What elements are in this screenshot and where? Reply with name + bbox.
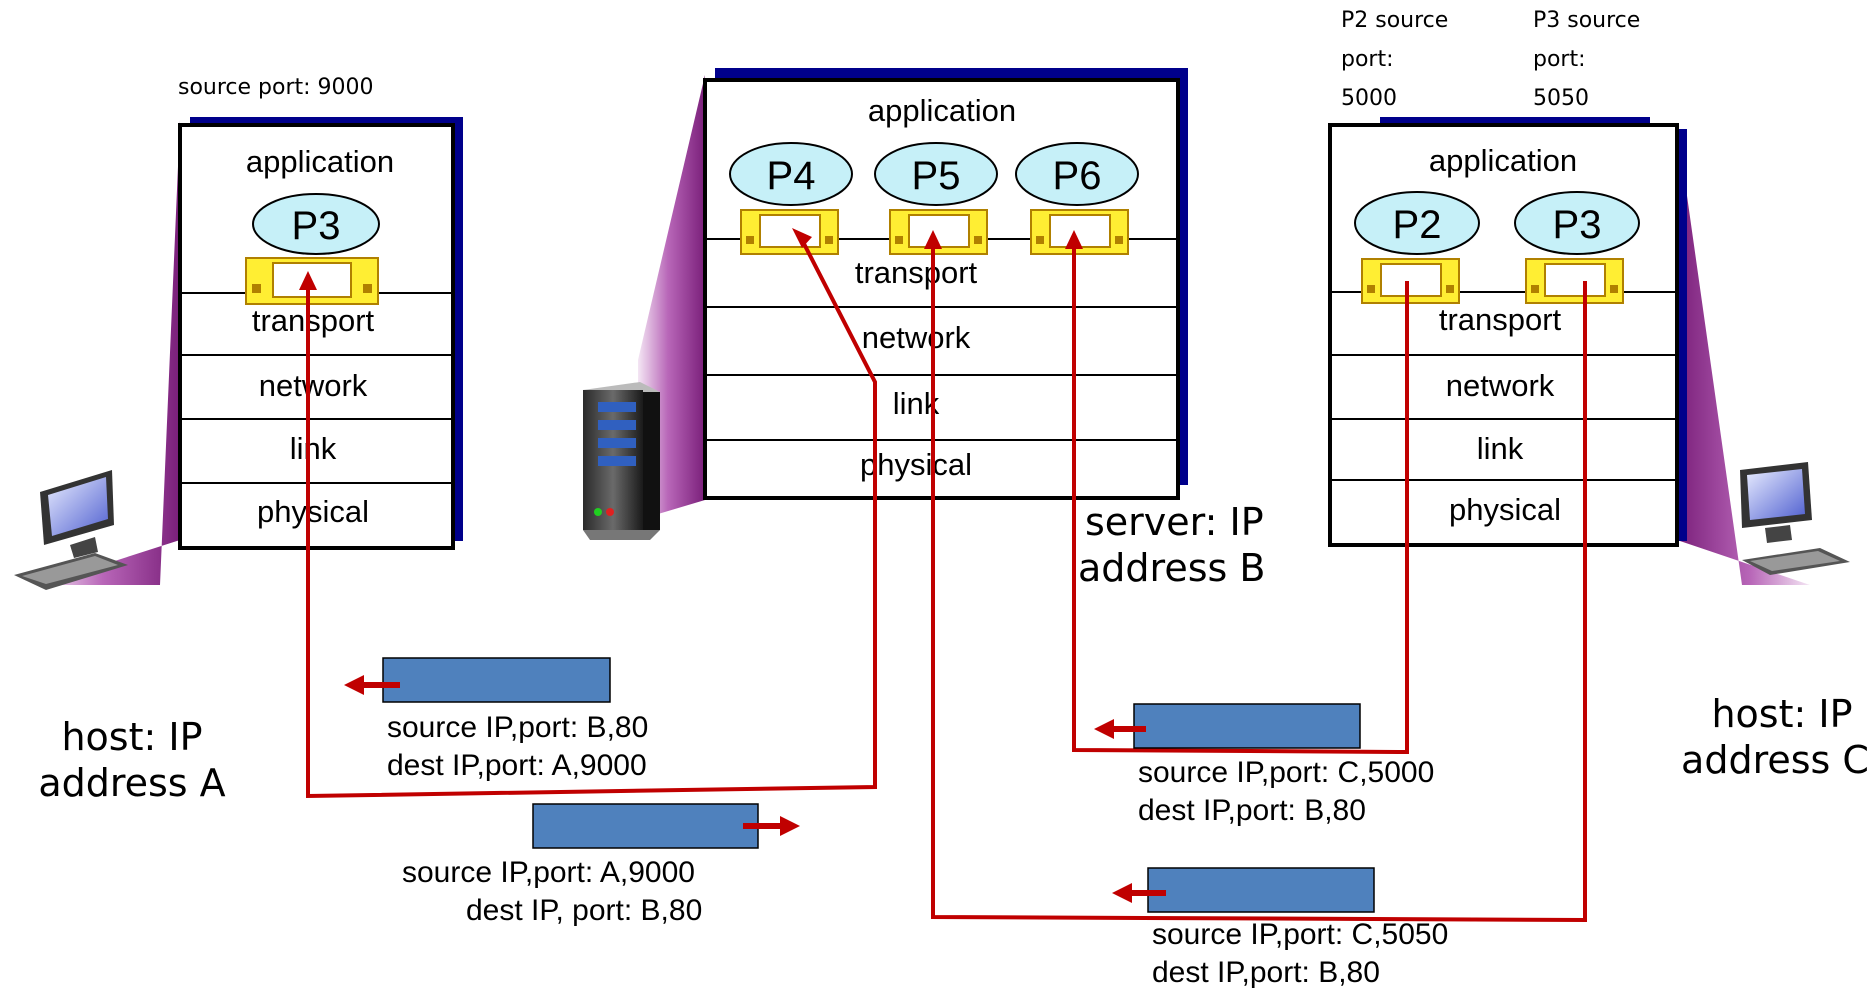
path-arrowheads xyxy=(299,228,1083,290)
segment-c5050-to-b-dest: dest IP,port: B,80 xyxy=(1152,956,1380,989)
server-b-layer-transport: transport xyxy=(855,255,978,290)
segment-c5050-to-b: source IP,port: C,5050 dest IP,port: B,8… xyxy=(1112,867,1448,989)
host-c-process-p2-label: P2 xyxy=(1393,203,1442,247)
host-a-cone xyxy=(40,120,180,585)
host-c-p2-note-line2: port: xyxy=(1341,47,1394,72)
path-c5050-b xyxy=(931,238,1587,923)
segment-a-to-b-dest: dest IP, port: B,80 xyxy=(466,894,702,927)
host-c-cone xyxy=(1677,125,1810,585)
host-c-socket-p2 xyxy=(1361,258,1460,304)
host-c-label-line2: address C xyxy=(1681,738,1867,782)
server-b-label-line1: server: IP xyxy=(1085,500,1264,544)
host-a-label-line1: host: IP xyxy=(61,715,202,759)
server-b-socket-p4 xyxy=(740,209,839,255)
segment-b-to-a-dest: dest IP,port: A,9000 xyxy=(387,749,647,782)
server-b: application transport network link physi… xyxy=(583,68,1265,590)
server-b-tower-icon xyxy=(583,382,660,540)
server-b-socket-p5 xyxy=(889,209,988,255)
host-a-layer-network: network xyxy=(259,368,368,403)
segment-b-to-a: source IP,port: B,80 dest IP,port: A,900… xyxy=(344,657,648,782)
host-c-process-p2 xyxy=(1354,191,1480,255)
server-b-layer-physical: physical xyxy=(860,447,972,482)
host-a: application transport network link physi… xyxy=(14,75,463,805)
host-c-p2-note-line3: 5000 xyxy=(1341,86,1397,111)
host-c-process-p3 xyxy=(1514,191,1640,255)
host-a-port-note: source port: 9000 xyxy=(178,75,374,100)
host-c: application transport network link physi… xyxy=(1328,8,1867,782)
segment-c5000-to-b-source: source IP,port: C,5000 xyxy=(1138,756,1434,789)
segment-c5000-to-b-dest: dest IP,port: B,80 xyxy=(1138,794,1366,827)
server-b-process-p6 xyxy=(1015,142,1139,206)
host-a-layer-application: application xyxy=(246,144,394,179)
segment-c5000-to-b: source IP,port: C,5000 dest IP,port: B,8… xyxy=(1094,703,1434,827)
server-b-process-p4 xyxy=(729,142,853,206)
host-c-p3-note-line3: 5050 xyxy=(1533,86,1589,111)
path-c5000-b xyxy=(1072,238,1409,755)
host-c-layer-application: application xyxy=(1429,143,1577,178)
server-b-socket-p6 xyxy=(1030,209,1129,255)
host-a-layer-transport: transport xyxy=(252,303,375,338)
host-a-process-label: P3 xyxy=(292,204,341,248)
server-b-process-p5 xyxy=(874,142,998,206)
host-c-stack-shadow xyxy=(1677,129,1687,541)
host-a-computer-icon xyxy=(14,470,128,590)
host-c-process-p3-label: P3 xyxy=(1553,203,1602,247)
server-b-process-p6-label: P6 xyxy=(1053,154,1102,198)
host-a-process xyxy=(252,193,380,255)
host-c-layer-network: network xyxy=(1446,368,1555,403)
host-c-label-line1: host: IP xyxy=(1711,692,1852,736)
host-c-layer-link: link xyxy=(1477,431,1524,466)
host-c-p2-note-line1: P2 source xyxy=(1341,8,1448,33)
host-a-layer-physical: physical xyxy=(257,494,369,529)
host-c-computer-icon xyxy=(1740,462,1850,575)
host-a-layer-link: link xyxy=(290,431,337,466)
host-c-layer-physical: physical xyxy=(1449,492,1561,527)
delivery-paths xyxy=(306,235,1587,923)
server-b-layer-network: network xyxy=(862,320,971,355)
host-a-label-line2: address A xyxy=(38,761,225,805)
host-c-layer-transport: transport xyxy=(1439,302,1562,337)
server-b-layer-application: application xyxy=(868,93,1016,128)
segment-a-to-b: source IP,port: A,9000 dest IP, port: B,… xyxy=(402,803,800,927)
host-c-socket-p3 xyxy=(1525,258,1624,304)
server-b-process-p5-label: P5 xyxy=(912,154,961,198)
server-b-process-p4-label: P4 xyxy=(767,154,816,198)
segment-b-to-a-source: source IP,port: B,80 xyxy=(387,711,648,744)
server-b-label-line2: address B xyxy=(1078,546,1265,590)
segment-a-to-b-source: source IP,port: A,9000 xyxy=(402,856,695,889)
host-c-p3-note-line2: port: xyxy=(1533,47,1586,72)
host-c-p3-note-line1: P3 source xyxy=(1533,8,1640,33)
path-a-b xyxy=(306,235,877,799)
segment-c5050-to-b-source: source IP,port: C,5050 xyxy=(1152,918,1448,951)
